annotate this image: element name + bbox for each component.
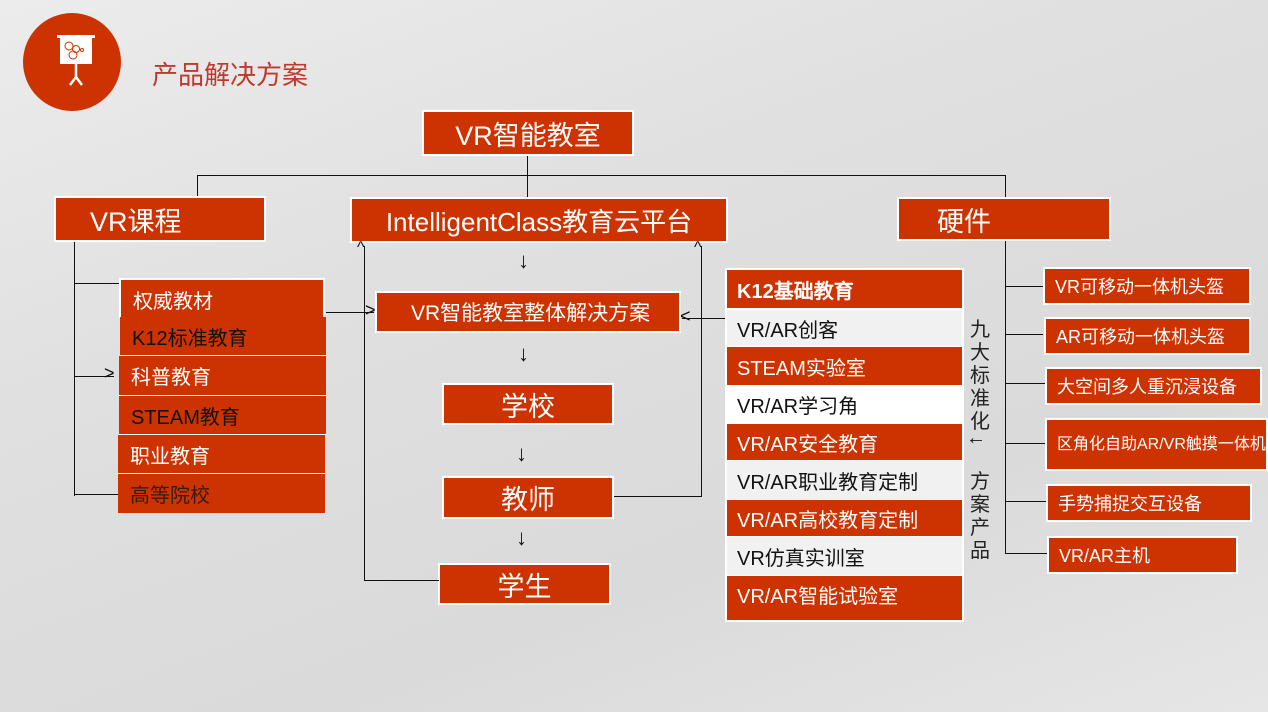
root-node: VR智能教室 — [422, 110, 634, 156]
course-item: STEAM教育 — [119, 396, 326, 435]
standard-product-item: VR/AR安全教育 — [727, 424, 962, 460]
standard-product-item: STEAM实验室 — [727, 347, 962, 385]
connector — [74, 242, 75, 496]
connector — [1005, 383, 1045, 384]
connector — [1005, 241, 1006, 554]
arrow-up-icon: ^ — [694, 239, 702, 256]
side-label-char: 化 — [970, 409, 990, 433]
hardware-item: 大空间多人重沉浸设备 — [1045, 367, 1262, 405]
standard-product-item: VR/AR高校教育定制 — [727, 500, 962, 536]
flow-node-teacher: 教师 — [442, 476, 614, 519]
arrow-right-icon: > — [104, 363, 115, 383]
arrow-down-icon: ↓ — [516, 525, 527, 550]
side-label-char: 品 — [970, 538, 990, 562]
standard-product-item: VR/AR职业教育定制 — [727, 461, 962, 499]
course-item: K12标准教育 — [120, 317, 326, 357]
arrow-left-icon: ← — [966, 427, 986, 449]
platform-node: IntelligentClass教育云平台 — [350, 197, 728, 243]
connector — [74, 494, 120, 495]
flow-node-school: 学校 — [442, 383, 614, 425]
connector — [364, 580, 439, 581]
connector — [1005, 501, 1047, 502]
connector — [527, 156, 528, 176]
connector — [527, 175, 528, 198]
solution-node: VR智能教室整体解决方案 — [375, 291, 681, 333]
connector — [197, 175, 1006, 176]
side-label-char: 大 — [970, 340, 990, 364]
connector — [74, 283, 120, 284]
connector — [614, 496, 702, 497]
connector — [1005, 334, 1043, 335]
side-label-char: 案 — [970, 492, 990, 516]
hardware-item: VR可移动一体机头盔 — [1043, 267, 1251, 305]
standard-product-item: K12基础教育 — [727, 270, 962, 308]
presentation-board-icon — [57, 35, 95, 86]
hardware-item: AR可移动一体机头盔 — [1044, 317, 1251, 355]
connector — [701, 246, 702, 496]
course-item: 高等院校 — [118, 474, 325, 513]
hardware-node: 硬件 — [897, 197, 1111, 241]
flow-node-student: 学生 — [438, 563, 611, 605]
standard-product-item: VR仿真实训室 — [727, 537, 962, 575]
connector — [74, 376, 114, 377]
standard-product-item: VR/AR智能试验室 — [727, 576, 962, 620]
side-label-products: 方 案 产 品 — [969, 470, 991, 562]
connector — [1005, 286, 1043, 287]
hardware-item: 区角化自助AR/VR触摸一体机 — [1045, 418, 1268, 471]
side-label-char: 产 — [970, 515, 990, 539]
side-label-standardized: 九 大 标 准 化 — [969, 318, 991, 433]
connector — [326, 312, 374, 313]
arrow-left-icon: < — [680, 306, 691, 326]
arrow-down-icon: ↓ — [516, 441, 527, 466]
connector — [1005, 553, 1047, 554]
connector — [1005, 175, 1006, 198]
arrow-right-icon: > — [365, 300, 376, 320]
standard-product-item: VR/AR学习角 — [727, 386, 962, 423]
course-item: 科普教育 — [119, 356, 326, 396]
hardware-item: 手势捕捉交互设备 — [1046, 484, 1252, 522]
course-item: 权威教材 — [119, 278, 325, 318]
connector — [197, 175, 198, 197]
connector — [682, 318, 728, 319]
standard-product-item: VR/AR创客 — [727, 310, 962, 346]
arrow-down-icon: ↓ — [518, 248, 529, 273]
connector — [1005, 443, 1045, 444]
connector — [364, 246, 365, 580]
arrow-down-icon: ↓ — [518, 341, 529, 366]
course-item: 职业教育 — [118, 435, 325, 474]
side-label-char: 准 — [970, 386, 990, 410]
side-label-char: 方 — [970, 469, 990, 493]
page-title: 产品解决方案 — [152, 61, 309, 91]
side-label-char: 九 — [970, 317, 990, 341]
course-node: VR课程 — [54, 196, 266, 242]
logo-circle — [23, 13, 121, 111]
side-label-char: 标 — [970, 363, 990, 387]
hardware-item: VR/AR主机 — [1047, 536, 1238, 574]
arrow-up-icon: ^ — [357, 239, 365, 256]
